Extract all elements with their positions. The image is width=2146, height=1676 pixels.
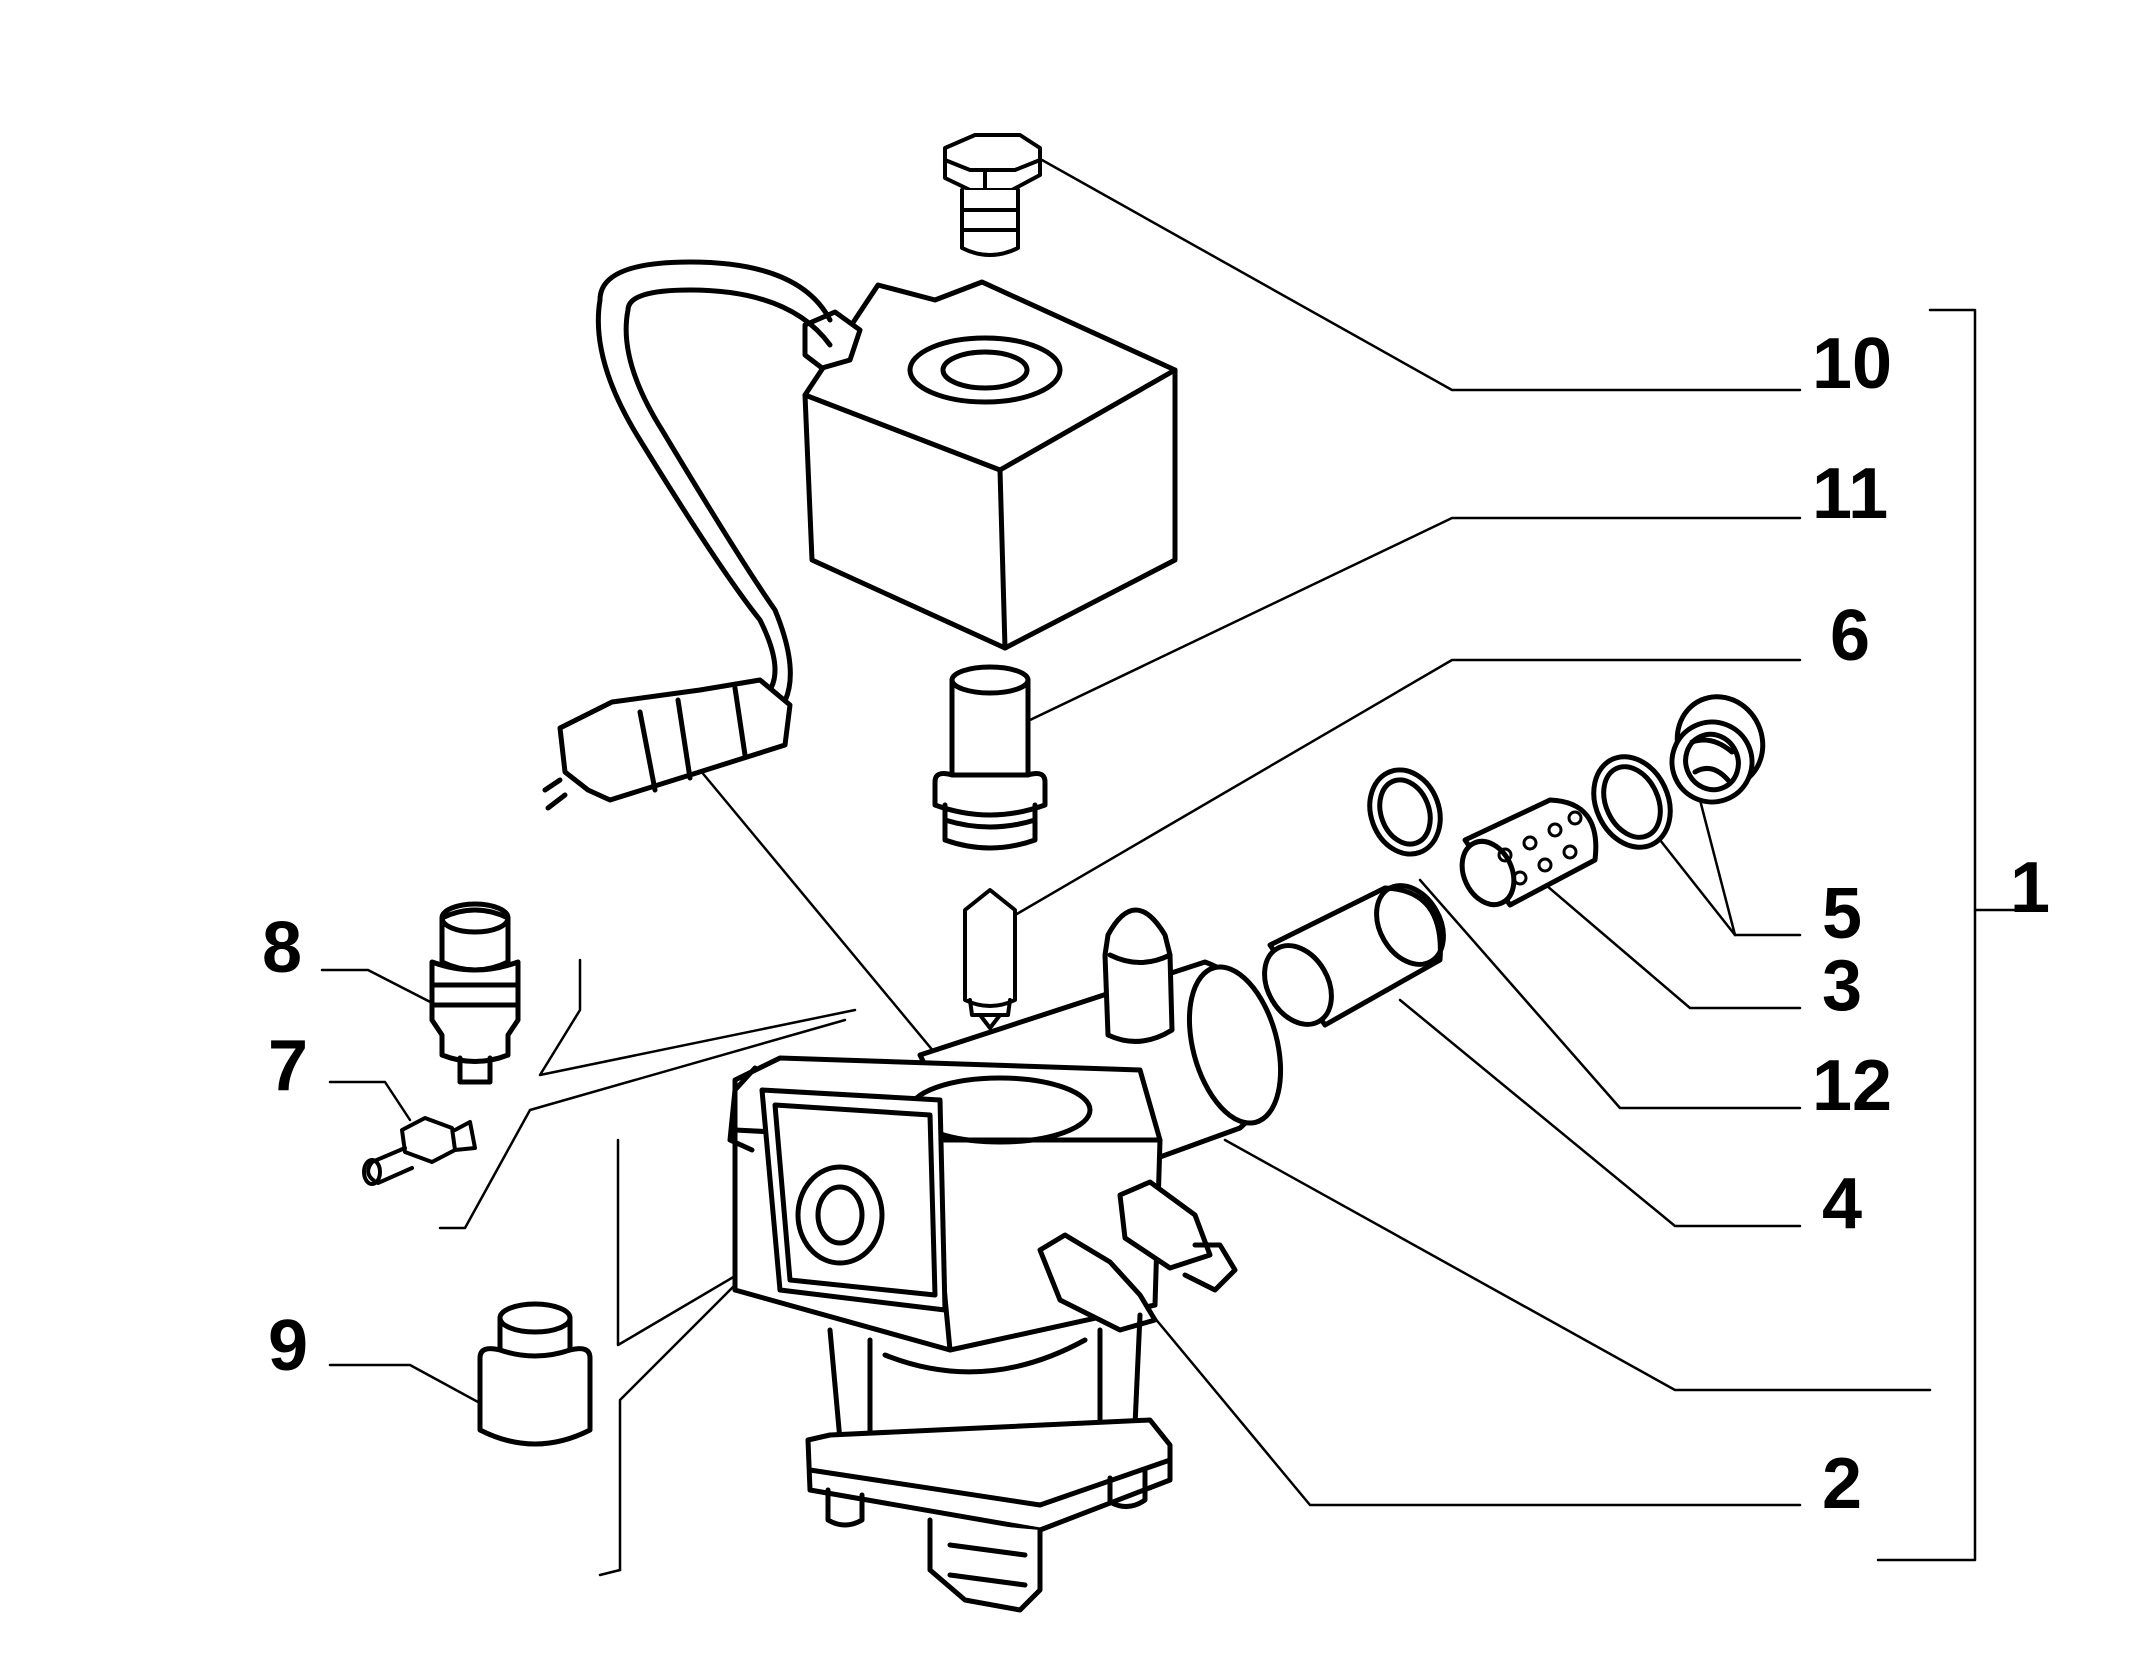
solenoid-coil bbox=[802, 279, 1178, 651]
callout-4: 4 bbox=[1822, 1164, 1863, 1244]
leader-lines bbox=[320, 158, 2037, 1577]
leader-11 bbox=[1028, 516, 1802, 722]
leader-3 bbox=[1538, 878, 1802, 1010]
leader-10 bbox=[1040, 158, 1802, 392]
part-6-plunger bbox=[963, 888, 1017, 1030]
part-9-cap bbox=[477, 1301, 593, 1447]
callout-6: 6 bbox=[1830, 596, 1871, 676]
section-line-b bbox=[438, 1018, 847, 1230]
leader-body-1 bbox=[1223, 1138, 1932, 1392]
leader-8 bbox=[320, 968, 444, 1010]
part-3-filter bbox=[1459, 797, 1599, 908]
part-4-sleeve bbox=[1262, 883, 1446, 1028]
connector-plug bbox=[542, 677, 793, 811]
valve-body bbox=[727, 907, 1284, 1613]
callout-8: 8 bbox=[262, 908, 303, 988]
part-12-oring bbox=[1367, 767, 1443, 857]
callout-7: 7 bbox=[268, 1026, 309, 1106]
leader-9 bbox=[328, 1363, 480, 1404]
leader-2 bbox=[698, 768, 1802, 1507]
leader-5a bbox=[1698, 798, 1802, 937]
leader-7 bbox=[328, 1080, 412, 1122]
part-10-screw bbox=[943, 133, 1042, 257]
part-7-nipple bbox=[362, 1116, 477, 1186]
callout-2: 2 bbox=[1822, 1444, 1863, 1524]
section-line-e bbox=[598, 1568, 622, 1577]
part-8-sensor bbox=[429, 901, 521, 1085]
leader-5b bbox=[1658, 838, 1737, 937]
callout-12: 12 bbox=[1812, 1046, 1893, 1126]
leader-4 bbox=[1398, 998, 1802, 1228]
callout-9: 9 bbox=[268, 1306, 309, 1386]
leader-12 bbox=[1418, 878, 1802, 1110]
callout-10: 10 bbox=[1812, 324, 1893, 404]
part-5-oring-plug bbox=[1591, 694, 1766, 850]
part-11-sleeve bbox=[932, 664, 1048, 851]
bracket-1 bbox=[1876, 308, 1977, 1562]
section-line-a bbox=[538, 958, 857, 1077]
callout-11: 11 bbox=[1812, 454, 1889, 534]
callout-3: 3 bbox=[1822, 946, 1863, 1026]
callout-1: 1 bbox=[2010, 848, 2051, 928]
callout-5: 5 bbox=[1822, 874, 1863, 954]
leader-6 bbox=[1008, 658, 1802, 920]
coil-cable bbox=[595, 259, 833, 723]
